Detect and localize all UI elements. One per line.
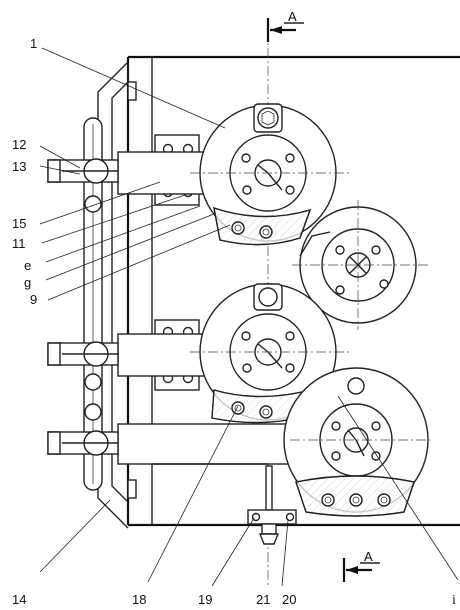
clamp-lower [47,430,119,456]
right-middle-cam [292,200,430,330]
section-label-bottom: A [364,549,373,564]
label-21: 21 [256,592,270,607]
section-arrow-top-icon [270,26,282,34]
clamp-middle [47,341,119,421]
label-19: 19 [198,592,212,607]
adjusting-screw [247,465,297,545]
label-12: 12 [12,137,26,152]
label-g: g [24,275,31,290]
label-i: i [452,593,456,608]
upper-shoe [213,206,312,246]
label-15: 15 [12,216,26,231]
label-11: 11 [12,236,26,251]
section-arrow-bottom-icon [346,566,358,574]
label-9: 9 [30,292,37,307]
middle-cam [190,283,350,421]
lower-right-cam [283,367,430,513]
section-label-top: A [288,9,297,24]
leader-lines [39,47,459,587]
label-20: 20 [282,592,296,607]
label-14: 14 [12,592,26,607]
label-1: 1 [30,36,37,51]
clamp-upper [47,158,119,213]
label-13: 13 [12,159,26,174]
part-labels: 1 12 13 15 11 e g 9 14 18 19 21 20 i [12,36,456,608]
upper-cam [190,103,350,242]
label-e: e [24,258,31,273]
label-18: 18 [132,592,146,607]
lower-shoe [295,475,415,517]
